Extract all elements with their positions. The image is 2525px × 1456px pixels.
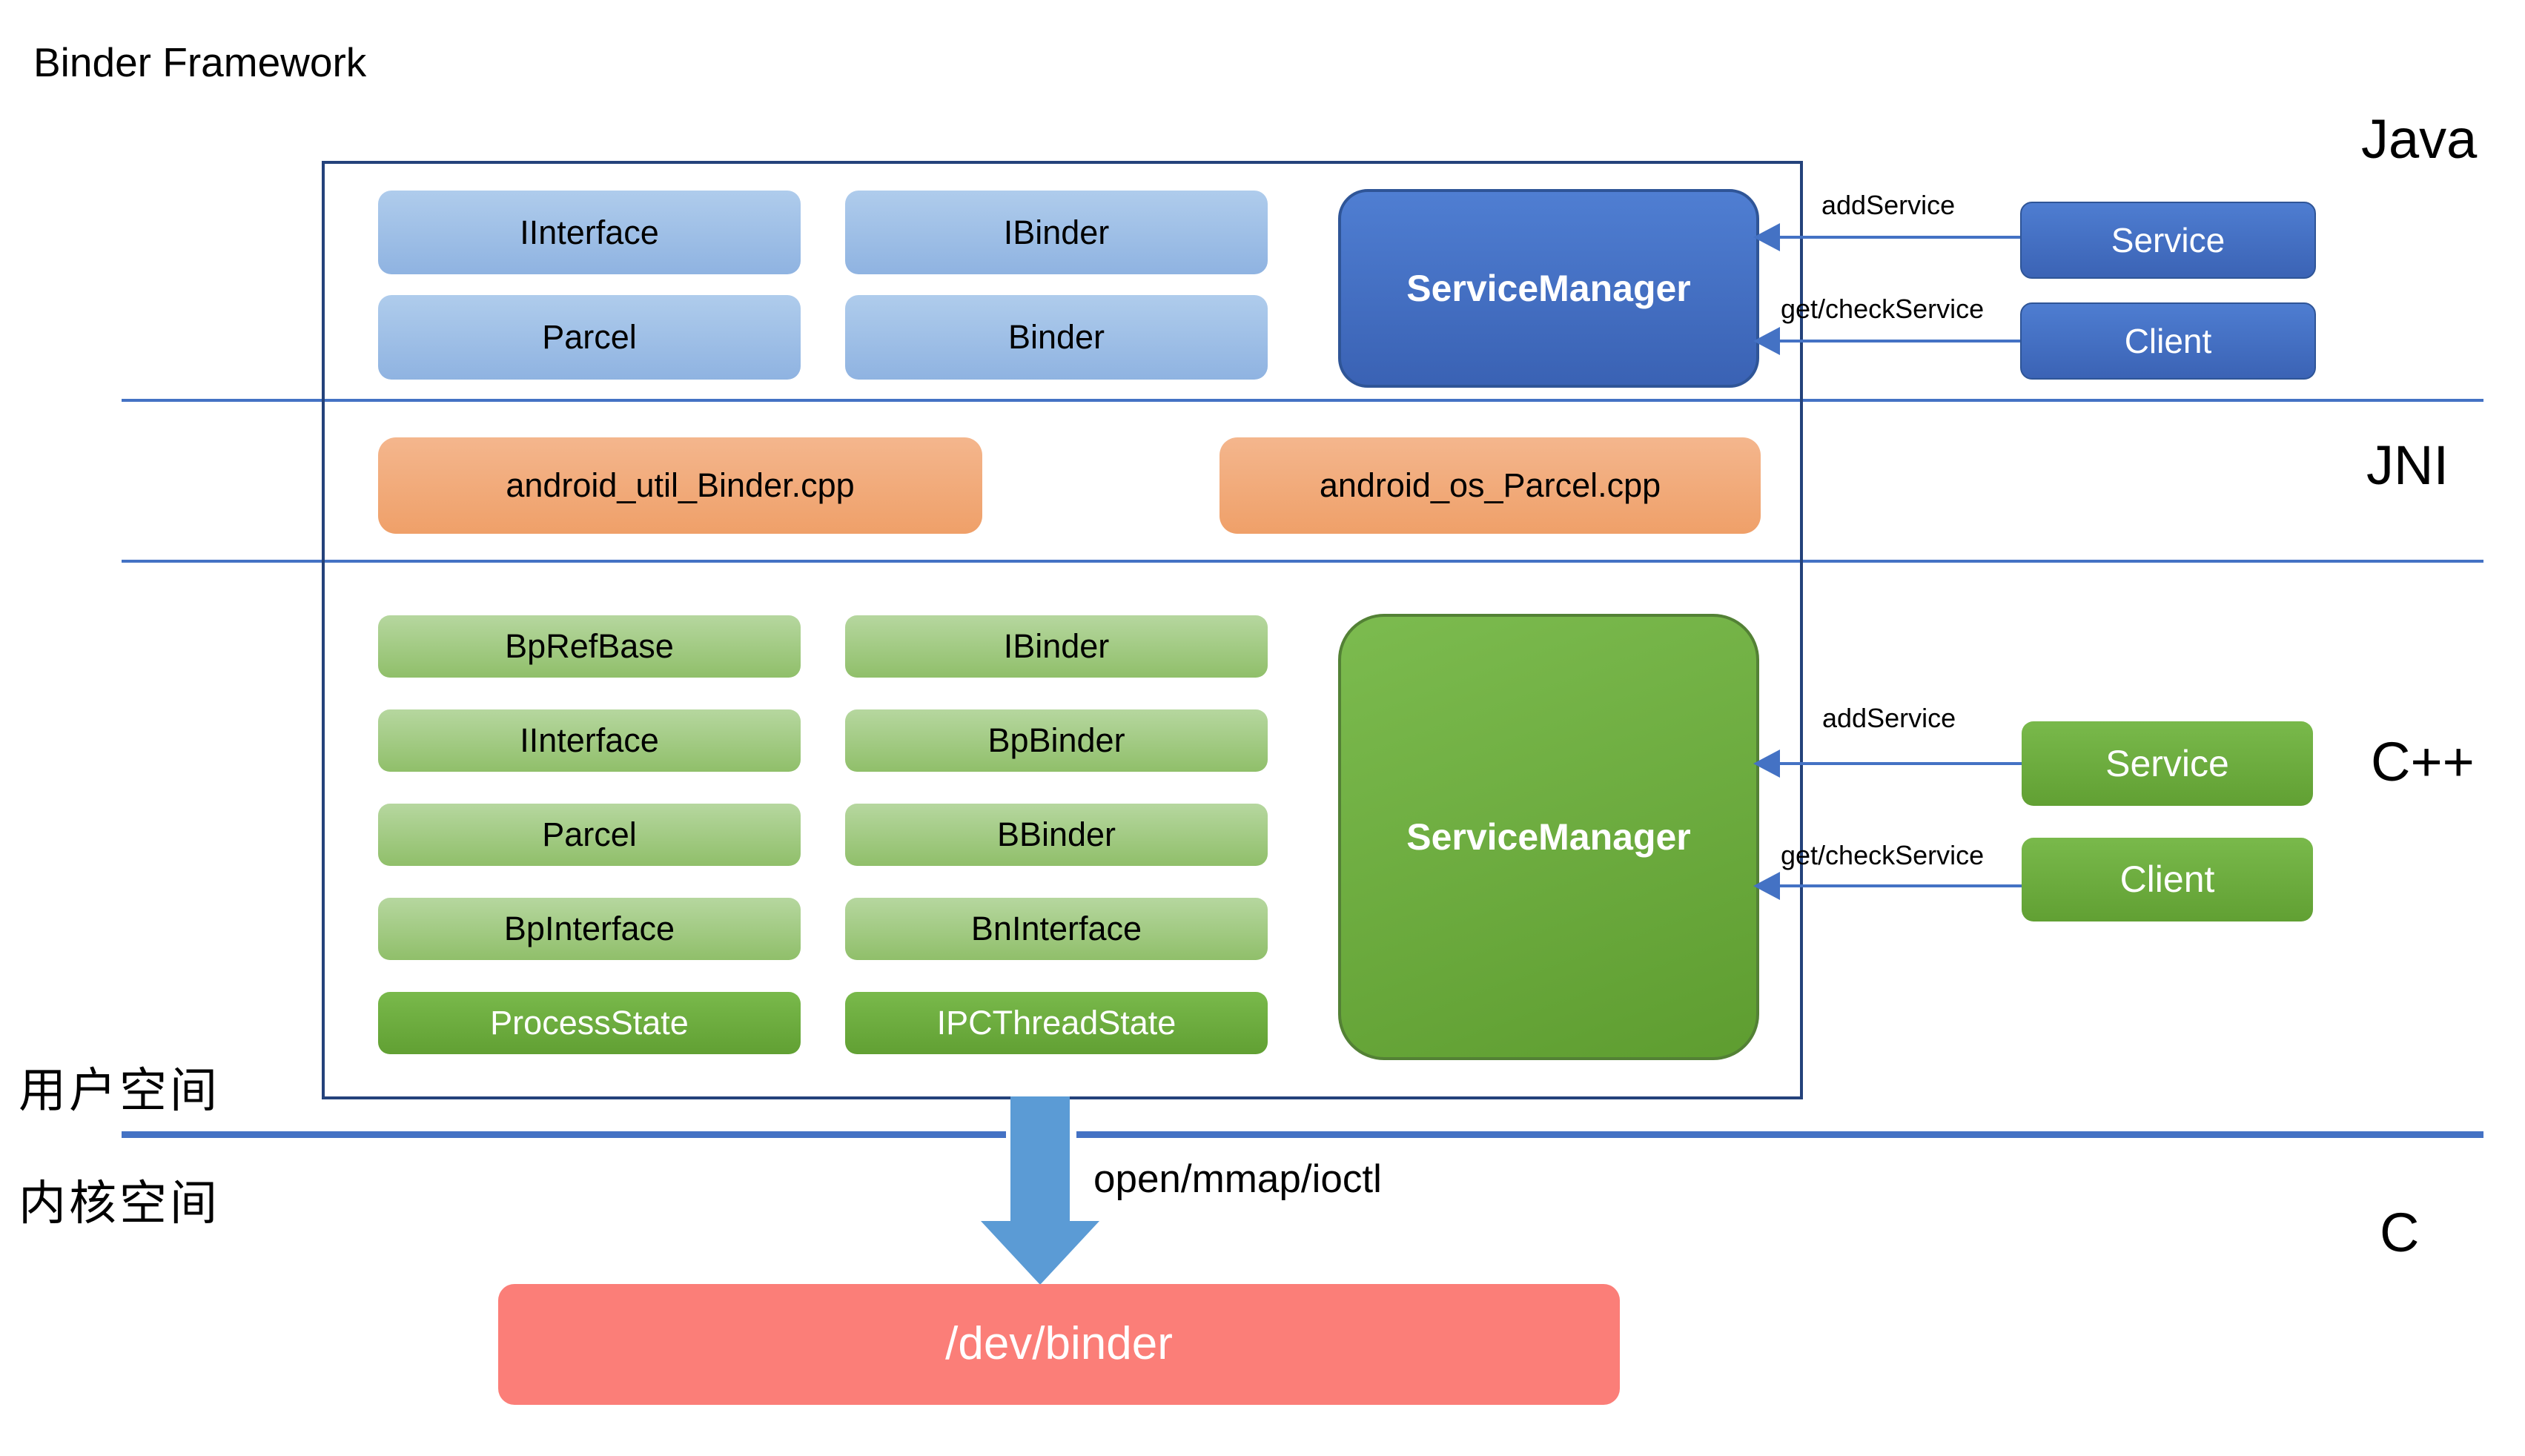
divider-kernel-left	[122, 1131, 1006, 1138]
java-servicemanager-box: ServiceManager	[1338, 189, 1759, 388]
down-arrow-icon	[981, 1096, 1099, 1285]
layer-label-java: Java	[2361, 108, 2478, 170]
java-getcheckservice-arrow-line	[1778, 340, 2020, 343]
java-getcheckservice-arrowhead-icon	[1753, 327, 1780, 355]
divider-java-jni	[122, 399, 2483, 402]
layer-label-c: C	[2380, 1202, 2420, 1263]
divider-jni-cpp	[122, 560, 2483, 563]
dev-binder-box: /dev/binder	[498, 1284, 1620, 1405]
cpp-class-bprefbase: BpRefBase	[378, 615, 801, 678]
layer-label-cpp: C++	[2371, 731, 2475, 792]
cpp-client-box: Client	[2022, 838, 2313, 921]
syscall-label: open/mmap/ioctl	[1093, 1157, 1382, 1201]
cpp-service-box: Service	[2022, 721, 2313, 806]
java-addservice-arrowhead-icon	[1753, 223, 1780, 251]
cpp-class-bbinder: BBinder	[845, 804, 1268, 866]
cpp-class-iinterface: IInterface	[378, 709, 801, 772]
java-client-box: Client	[2020, 302, 2316, 380]
user-space-label: 用户空间	[19, 1064, 220, 1117]
java-service-box: Service	[2020, 202, 2316, 279]
cpp-class-bpbinder: BpBinder	[845, 709, 1268, 772]
java-class-iinterface: IInterface	[378, 191, 801, 274]
cpp-getcheckservice-arrow-line	[1778, 884, 2022, 887]
cpp-class-parcel: Parcel	[378, 804, 801, 866]
cpp-getcheckservice-label: get/checkService	[1781, 840, 1985, 870]
jni-file-android-os-parcel: android_os_Parcel.cpp	[1220, 437, 1761, 534]
cpp-addservice-arrowhead-icon	[1753, 749, 1780, 778]
cpp-servicemanager-box: ServiceManager	[1338, 614, 1759, 1060]
java-class-binder: Binder	[845, 295, 1268, 380]
divider-kernel-right	[1076, 1131, 2483, 1138]
page-title: Binder Framework	[33, 39, 367, 85]
cpp-class-ibinder: IBinder	[845, 615, 1268, 678]
cpp-addservice-label: addService	[1822, 703, 1956, 733]
kernel-space-label: 内核空间	[19, 1177, 220, 1230]
cpp-class-bninterface: BnInterface	[845, 898, 1268, 960]
layer-label-jni: JNI	[2366, 434, 2449, 496]
java-class-parcel: Parcel	[378, 295, 801, 380]
cpp-class-processstate: ProcessState	[378, 992, 801, 1054]
java-addservice-arrow-line	[1778, 236, 2020, 239]
cpp-getcheckservice-arrowhead-icon	[1753, 872, 1780, 900]
jni-file-android-util-binder: android_util_Binder.cpp	[378, 437, 982, 534]
cpp-class-bpinterface: BpInterface	[378, 898, 801, 960]
cpp-class-ipcthreadstate: IPCThreadState	[845, 992, 1268, 1054]
cpp-addservice-arrow-line	[1778, 762, 2022, 765]
java-addservice-label: addService	[1821, 190, 1956, 220]
java-getcheckservice-label: get/checkService	[1781, 294, 1985, 324]
java-class-ibinder: IBinder	[845, 191, 1268, 274]
